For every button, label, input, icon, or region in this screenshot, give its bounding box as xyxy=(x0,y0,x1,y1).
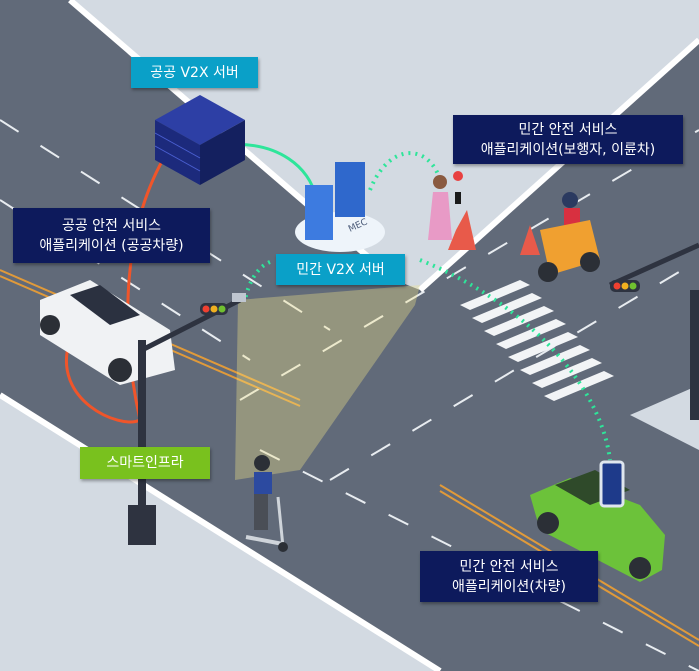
private-car-icon xyxy=(530,460,665,582)
label-line: 애플리케이션 (공공차량) xyxy=(39,237,184,254)
private-app-vehicle-label: 민간 안전 서비스 애플리케이션(차량) xyxy=(420,551,598,602)
smart-infra-label: 스마트인프라 xyxy=(80,447,210,479)
scooter-rider-icon xyxy=(245,455,288,552)
public-server-icon xyxy=(154,95,245,185)
smart-infra-text: 스마트인프라 xyxy=(106,455,184,471)
warning-icon xyxy=(448,210,476,250)
label-line: 애플리케이션(보행자, 이륜차) xyxy=(480,141,656,158)
private-v2x-server-label: 민간 V2X 서버 xyxy=(276,254,405,285)
private-app-pedestrian-label: 민간 안전 서비스 애플리케이션(보행자, 이륜차) xyxy=(453,115,683,164)
traffic-light-right xyxy=(608,242,699,420)
private-link-ped xyxy=(368,151,442,191)
label-line: 민간 안전 서비스 xyxy=(459,558,559,575)
private-v2x-server-text: 민간 V2X 서버 xyxy=(296,261,385,278)
smartphone-icon xyxy=(599,460,625,508)
private-link-scooter xyxy=(243,260,271,301)
private-link-car xyxy=(419,258,612,461)
sensor-beam xyxy=(235,285,420,480)
curb-bottom-left xyxy=(0,392,442,671)
public-v2x-server-text: 공공 V2X 서버 xyxy=(150,64,239,81)
label-line: 공공 안전 서비스 xyxy=(61,217,162,234)
sidewalk-bottom-right xyxy=(630,385,699,450)
public-car-icon xyxy=(40,280,175,385)
public-app-label: 공공 안전 서비스 애플리케이션 (공공차량) xyxy=(13,208,210,263)
crosswalk xyxy=(460,280,614,401)
pedestrian-icon xyxy=(428,171,476,250)
public-v2x-server-label: 공공 V2X 서버 xyxy=(131,57,258,88)
warning-icon xyxy=(520,225,540,255)
public-link-line-car xyxy=(65,339,141,424)
traffic-light-left xyxy=(128,293,246,545)
mec-server-icon: MEC xyxy=(295,162,385,252)
label-line: 애플리케이션(차량) xyxy=(452,578,566,595)
motorcycle-rider-icon xyxy=(520,192,600,282)
public-link-line xyxy=(126,139,177,421)
label-line: 민간 안전 서비스 xyxy=(518,121,618,138)
